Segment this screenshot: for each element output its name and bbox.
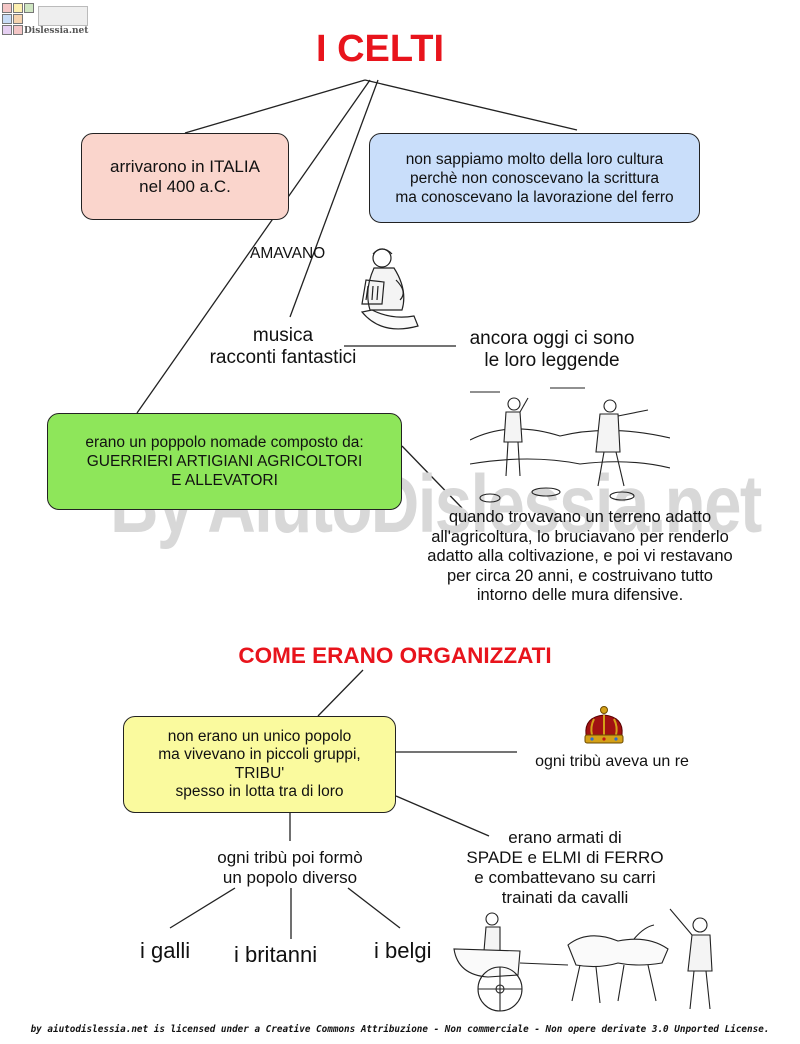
label-music: musica racconti fantastici [198,325,368,369]
chariot-warrior-illustration [453,908,713,1012]
crown-icon [584,706,624,744]
label-king: ogni tribù aveva un re [535,753,689,770]
logo-tile-icon [2,14,12,24]
logo-tile-icon [13,14,23,24]
label-britanni: i britanni [234,942,318,967]
logo-tile-icon [2,3,12,13]
terrain-line: per circa 20 anni, e costruivano tutto [447,566,713,585]
armed-line: e combattevano su carri [474,868,656,887]
box-arrival-line: arrivarono in ITALIA [110,156,260,176]
celts-landscape-illustration [470,387,670,503]
legends-line: le loro leggende [484,350,620,371]
box-tribes-line: non erano un unico popolo [167,727,352,745]
box-nomad-line: erano un poppolo nomade composto da: [85,434,364,451]
box-nomad-line: GUERRIERI ARTIGIANI AGRICOLTORI [86,453,363,470]
logo-tile-icon [2,25,12,35]
label-galli: i galli [140,938,191,963]
terrain-line: adatto alla coltivazione, e poi vi resta… [427,547,733,565]
page-title: I CELTI [315,28,445,70]
terrain-line: intorno delle mura difensive. [476,586,684,604]
terrain-line: all'agricoltura, lo bruciavano per rende… [431,527,729,546]
label-amavano: AMAVANO [250,245,326,262]
box-arrival-line: nel 400 a.C. [139,176,231,196]
logo-text: Dislessia.net [24,26,89,36]
people-line: un popolo diverso [222,868,358,887]
logo-tile-icon [24,3,34,13]
license-footer: by aiutodislessia.net is licensed under … [30,1024,770,1035]
box-nomad: erano un poppolo nomade composto da: GUE… [47,413,402,510]
label-legends: ancora oggi ci sono le loro leggende [452,328,652,372]
people-line: ogni tribù poi formò [217,848,363,867]
armed-line: trainati da cavalli [501,888,629,907]
armed-line: SPADE e ELMI di FERRO [466,848,664,867]
box-tribes-line: ma vivevano in piccoli gruppi, [158,746,361,763]
armed-line: erano armati di [508,828,622,847]
label-armed: erano armati di SPADE e ELMI di FERRO e … [450,828,680,908]
logo-tile-icon [13,25,23,35]
box-tribes-line: TRIBU' [234,764,285,782]
box-culture-line: ma conoscevano la lavorazione del ferro [395,188,674,206]
bard-lyre-illustration [360,248,419,330]
music-line: racconti fantastici [209,347,357,368]
site-logo[interactable]: Dislessia.net [0,0,90,38]
logo-tile-icon [13,3,23,13]
box-culture-line: non sappiamo molto della loro cultura [405,150,664,168]
label-terrain: quando trovavano un terreno adatto all'a… [400,508,760,606]
label-belgi: i belgi [374,938,432,963]
label-people: ogni tribù poi formò un popolo diverso [210,848,370,888]
box-arrival: arrivarono in ITALIA nel 400 a.C. [81,133,289,220]
box-tribes: non erano un unico popolo ma vivevano in… [123,716,396,813]
box-culture: non sappiamo molto della loro cultura pe… [369,133,700,223]
box-culture-line: perchè non conoscevano la scrittura [409,169,659,187]
box-tribes-line: spesso in lotta tra di loro [175,783,344,800]
terrain-line: quando trovavano un terreno adatto [448,508,712,526]
music-line: musica [252,325,314,346]
legends-line: ancora oggi ci sono [469,328,635,349]
house-icon [38,6,88,26]
box-nomad-line: E ALLEVATORI [171,472,278,489]
section-subtitle: COME ERANO ORGANIZZATI [238,643,552,668]
